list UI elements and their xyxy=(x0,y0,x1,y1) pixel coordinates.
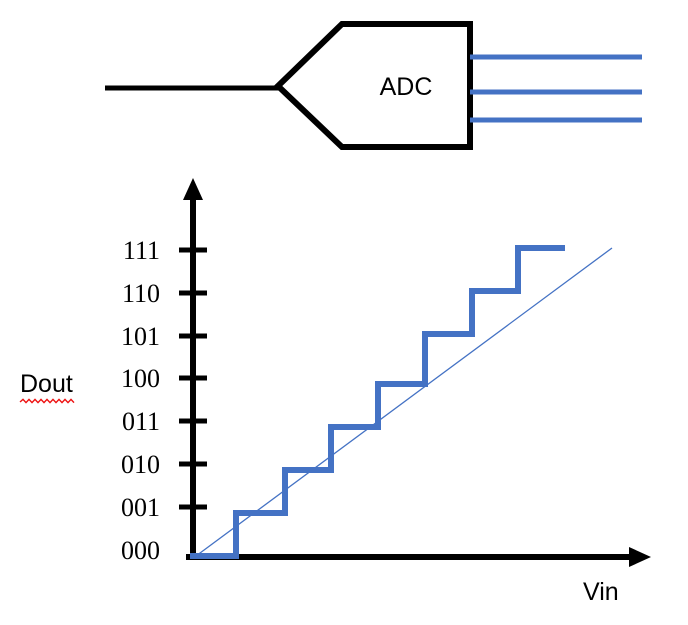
y-axis-ticks xyxy=(179,247,207,510)
x-axis-arrowhead xyxy=(629,547,651,567)
ideal-transfer-reference-line xyxy=(195,247,613,557)
dout-axis-label: Dout xyxy=(20,370,73,398)
y-axis-tick-label: 011 xyxy=(122,407,160,436)
quantized-staircase xyxy=(190,245,565,559)
adc-block-diagram: ADC xyxy=(105,21,642,150)
y-axis-tick-label: 111 xyxy=(123,236,160,265)
y-axis-tick-label: 101 xyxy=(121,322,160,351)
y-axis-tick-label: 000 xyxy=(121,536,160,565)
adc-block-label: ADC xyxy=(380,73,433,101)
dout-spellcheck-underline xyxy=(19,398,75,404)
y-axis-tick-label: 001 xyxy=(121,493,160,522)
adc-pentagon xyxy=(273,21,473,150)
chart-axes xyxy=(183,178,651,567)
y-axis-arrowhead xyxy=(183,178,203,200)
y-axis-tick-labels: 111 110 101 100 011 010 001 000 xyxy=(121,236,160,565)
y-axis-tick-label: 100 xyxy=(121,364,160,393)
adc-output-wire-group xyxy=(470,54,642,123)
vin-axis-label: Vin xyxy=(583,578,619,606)
adc-transfer-chart: 111 110 101 100 011 010 001 000 Dout Vin xyxy=(19,178,651,606)
y-axis-tick-label: 010 xyxy=(121,450,160,479)
y-axis-tick-label: 110 xyxy=(122,279,160,308)
